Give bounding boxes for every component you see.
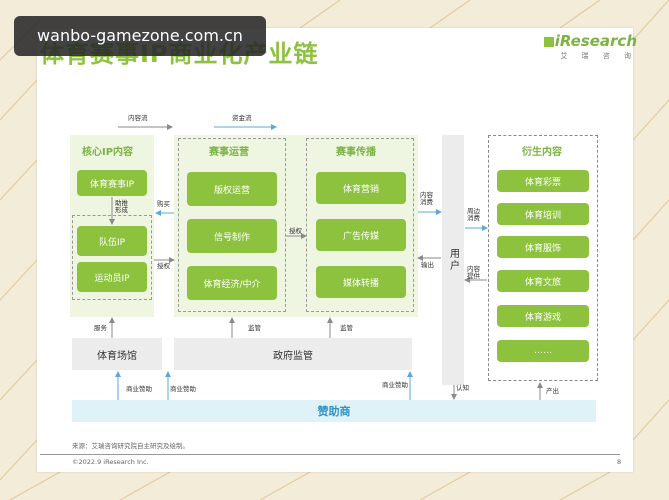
- derivative-title: 衍生内容: [522, 147, 562, 158]
- sports-lottery-box: 体育彩票: [497, 170, 589, 192]
- biz-sponsor-label-1: 商业赞助: [126, 385, 152, 393]
- boost-form-label: 助推 形成: [115, 199, 128, 215]
- operation-group: [178, 138, 286, 312]
- sports-apparel-box: 体育服饰: [497, 236, 589, 258]
- operation-title: 赛事运营: [209, 147, 249, 158]
- signal-production-box: 信号制作: [187, 219, 277, 253]
- watermark-banner: wanbo-gamezone.com.cn: [14, 16, 266, 56]
- biz-sponsor-label-3: 商业赞助: [382, 381, 408, 389]
- more-derivatives-box: ……: [497, 340, 589, 362]
- sports-venue-bar: 体育场馆: [72, 338, 162, 370]
- team-ip-box: 队伍IP: [77, 226, 147, 256]
- peripheral-consume-label: 周边 消费: [467, 207, 480, 223]
- footer-divider: [40, 454, 620, 455]
- money-flow-label: 资金流: [232, 114, 252, 122]
- content-flow-label: 内容流: [128, 114, 148, 122]
- service-label: 服务: [94, 324, 107, 332]
- copyright-operation-box: 版权运营: [187, 172, 277, 206]
- sports-event-ip-box: 体育赛事IP: [77, 170, 147, 196]
- sponsor-bar: 赞助商: [72, 400, 596, 422]
- advertising-media-box: 广告传媒: [316, 219, 406, 251]
- license-label-1: 授权: [157, 262, 170, 270]
- output-label: 输出: [421, 261, 434, 269]
- buy-label: 购买: [157, 200, 170, 208]
- brand-logo: iResearch 艾 瑞 咨 询: [543, 32, 637, 61]
- content-consume-label: 内容 消费: [420, 191, 433, 207]
- broadcast-title: 赛事传播: [336, 147, 376, 158]
- license-label-2: 授权: [289, 227, 302, 235]
- brand-name: iResearch: [554, 32, 637, 50]
- copyright-note: ©2022.9 iResearch Inc.: [72, 458, 149, 466]
- biz-sponsor-label-2: 商业赞助: [170, 385, 196, 393]
- page-number: 8: [617, 458, 622, 466]
- users-column: 用户: [442, 135, 464, 385]
- sports-tourism-box: 体育文旅: [497, 270, 589, 292]
- derivative-panel: [488, 135, 598, 381]
- supervise-label-1: 监管: [248, 324, 261, 332]
- government-supervision-bar: 政府监管: [174, 338, 412, 370]
- logo-square-icon: [543, 37, 554, 47]
- sports-training-box: 体育培训: [497, 203, 589, 225]
- athlete-ip-box: 运动员IP: [77, 262, 147, 292]
- media-broadcast-box: 媒体转播: [316, 266, 406, 298]
- recognize-label: 认知: [456, 384, 469, 392]
- content-provide-label: 内容 提供: [467, 265, 480, 281]
- source-note: 来源：艾瑞咨询研究院自主研究及绘制。: [72, 442, 189, 450]
- sports-agency-box: 体育经济/中介: [187, 266, 277, 300]
- brand-subtitle: 艾 瑞 咨 询: [560, 52, 637, 60]
- core-ip-title: 核心IP内容: [82, 147, 134, 158]
- produce-label: 产出: [546, 387, 559, 395]
- supervise-label-2: 监管: [340, 324, 353, 332]
- broadcast-group: [306, 138, 414, 312]
- sports-marketing-box: 体育营销: [316, 172, 406, 204]
- sports-games-box: 体育游戏: [497, 305, 589, 327]
